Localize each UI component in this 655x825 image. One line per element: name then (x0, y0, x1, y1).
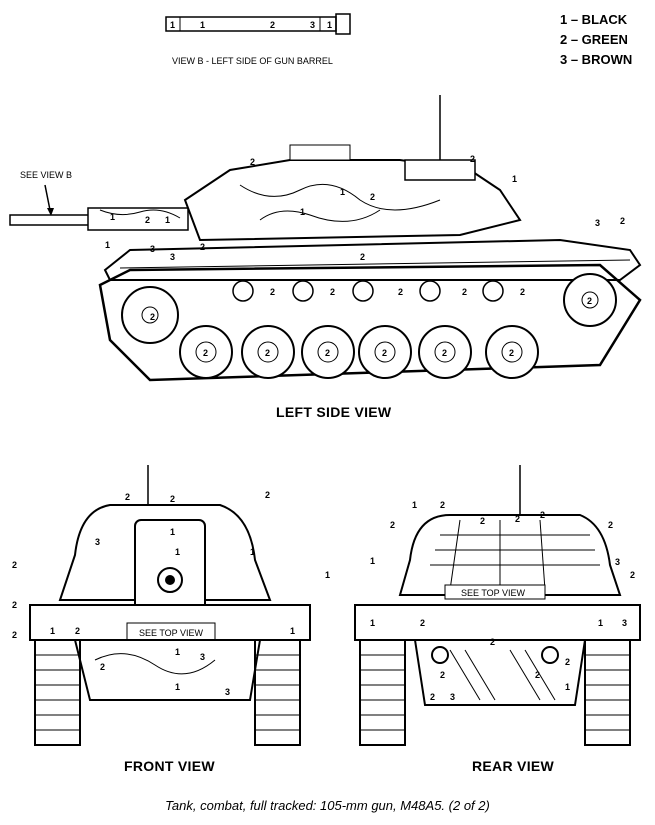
svg-text:3: 3 (450, 692, 455, 702)
svg-text:2: 2 (270, 20, 275, 30)
svg-text:2: 2 (608, 520, 613, 530)
svg-text:3: 3 (225, 687, 230, 697)
svg-text:2: 2 (265, 490, 270, 500)
svg-text:1: 1 (565, 682, 570, 692)
svg-text:2: 2 (620, 216, 625, 226)
svg-text:1: 1 (200, 20, 205, 30)
svg-text:2: 2 (490, 637, 495, 647)
legend-black: 1 – BLACK (560, 12, 628, 27)
figure-caption: Tank, combat, full tracked: 105-mm gun, … (165, 798, 490, 813)
svg-text:2: 2 (509, 348, 514, 358)
svg-text:2: 2 (420, 618, 425, 628)
svg-text:3: 3 (170, 252, 175, 262)
front-view-drawing: 112 222 221 221 313 131 31 (12, 465, 330, 746)
svg-text:3: 3 (200, 652, 205, 662)
front-view-title: FRONT VIEW (124, 758, 215, 774)
svg-text:2: 2 (587, 296, 592, 306)
svg-text:2: 2 (325, 348, 330, 358)
svg-text:2: 2 (630, 570, 635, 580)
svg-text:2: 2 (150, 312, 155, 322)
legend-brown: 3 – BROWN (560, 52, 633, 67)
svg-text:1: 1 (170, 527, 175, 537)
svg-text:1: 1 (512, 174, 517, 184)
svg-text:2: 2 (520, 287, 525, 297)
svg-text:2: 2 (440, 670, 445, 680)
svg-text:2: 2 (203, 348, 208, 358)
svg-text:2: 2 (100, 662, 105, 672)
svg-text:2: 2 (145, 215, 150, 225)
legend: 1 – BLACK 2 – GREEN 3 – BROWN (560, 10, 632, 70)
svg-text:2: 2 (12, 630, 17, 640)
svg-text:2: 2 (442, 348, 447, 358)
svg-text:1: 1 (325, 570, 330, 580)
svg-text:2: 2 (250, 157, 255, 167)
svg-text:1: 1 (170, 20, 175, 30)
svg-text:2: 2 (470, 154, 475, 164)
svg-text:2: 2 (265, 348, 270, 358)
svg-text:1: 1 (105, 240, 110, 250)
svg-text:2: 2 (370, 192, 375, 202)
svg-text:2: 2 (360, 252, 365, 262)
svg-text:2: 2 (398, 287, 403, 297)
svg-text:3: 3 (95, 537, 100, 547)
svg-text:2: 2 (270, 287, 275, 297)
svg-text:2: 2 (462, 287, 467, 297)
svg-text:2: 2 (330, 287, 335, 297)
svg-text:2: 2 (515, 514, 520, 524)
svg-text:1: 1 (50, 626, 55, 636)
svg-text:2: 2 (430, 692, 435, 702)
svg-text:2: 2 (565, 657, 570, 667)
svg-text:1: 1 (175, 547, 180, 557)
left-side-view-title: LEFT SIDE VIEW (276, 404, 392, 420)
svg-text:1: 1 (370, 618, 375, 628)
legend-green: 2 – GREEN (560, 32, 628, 47)
svg-text:2: 2 (12, 600, 17, 610)
front-see-top-view: SEE TOP VIEW (139, 628, 204, 638)
svg-text:1: 1 (290, 626, 295, 636)
svg-text:1: 1 (175, 682, 180, 692)
left-side-view-drawing: 1 2 1 2 2 2 2 2 2 2 2 2 2 2 2 2 1 2 1 2 1 3 2 1 3 2 3 2 2 (9, 95, 642, 382)
svg-text:1: 1 (412, 500, 417, 510)
svg-text:1: 1 (110, 212, 115, 222)
svg-text:3: 3 (595, 218, 600, 228)
svg-text:2: 2 (390, 520, 395, 530)
rear-view-title: REAR VIEW (472, 758, 555, 774)
view-b-gun-barrel: 1 1 2 3 1 (165, 13, 351, 35)
svg-text:1: 1 (175, 647, 180, 657)
svg-text:1: 1 (165, 215, 170, 225)
svg-text:2: 2 (480, 516, 485, 526)
svg-text:1: 1 (598, 618, 603, 628)
svg-text:2: 2 (382, 348, 387, 358)
svg-text:1: 1 (370, 556, 375, 566)
svg-text:3: 3 (615, 557, 620, 567)
view-b-label: VIEW B - LEFT SIDE OF GUN BARREL (172, 56, 333, 66)
svg-text:3: 3 (150, 244, 155, 254)
svg-text:2: 2 (200, 242, 205, 252)
see-view-b-label: SEE VIEW B (20, 170, 73, 180)
svg-text:3: 3 (622, 618, 627, 628)
svg-text:1: 1 (300, 207, 305, 217)
svg-text:2: 2 (440, 500, 445, 510)
svg-text:2: 2 (12, 560, 17, 570)
svg-text:2: 2 (540, 510, 545, 520)
rear-see-top-view: SEE TOP VIEW (461, 588, 526, 598)
svg-text:1: 1 (250, 547, 255, 557)
svg-text:2: 2 (75, 626, 80, 636)
svg-text:3: 3 (310, 20, 315, 30)
svg-text:2: 2 (170, 494, 175, 504)
svg-text:2: 2 (125, 492, 130, 502)
svg-text:1: 1 (340, 187, 345, 197)
svg-text:2: 2 (535, 670, 540, 680)
svg-text:1: 1 (327, 20, 332, 30)
